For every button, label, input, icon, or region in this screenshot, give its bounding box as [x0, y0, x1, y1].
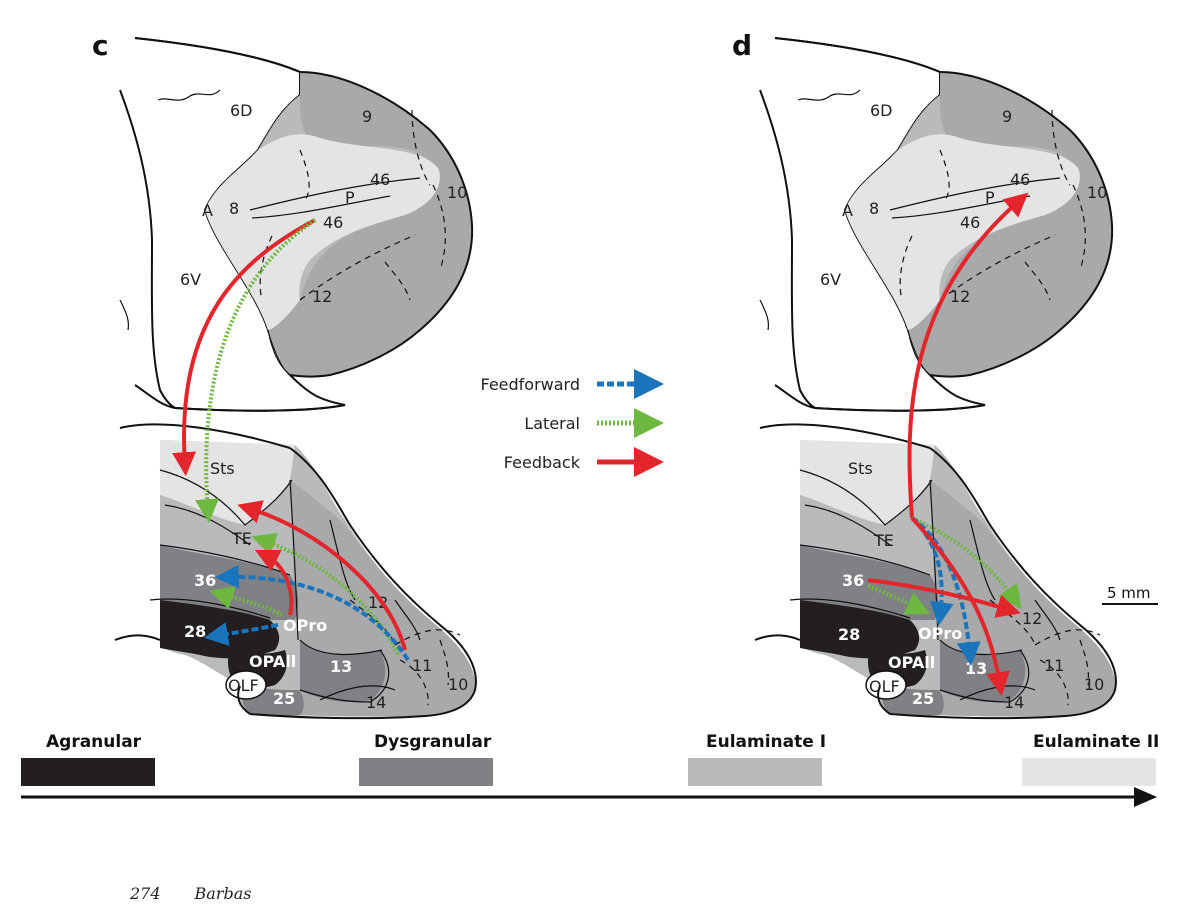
area-label-OLF: OLF — [869, 677, 900, 696]
area-label-10: 10 — [447, 183, 467, 202]
feedforward-arrow-te-to-13 — [910, 516, 981, 667]
area-label-13: 13 — [330, 657, 352, 676]
page-footer: 274 Barbas — [130, 884, 285, 903]
area-label-P: P — [985, 188, 995, 207]
feedforward-arrow-opro-to-28 — [203, 622, 279, 646]
area-label-46-anterior: 46 — [323, 213, 343, 232]
area-label-25: 25 — [912, 689, 934, 708]
area-label-OPro: OPro — [918, 624, 962, 643]
area-label-11: 11 — [1044, 656, 1064, 675]
area-label-OPAll: OPAll — [249, 652, 296, 671]
running-author: Barbas — [194, 884, 252, 903]
area-label-TE: TE — [873, 531, 894, 550]
area-label-A: A — [842, 201, 853, 220]
area-label-6D: 6D — [870, 101, 893, 120]
panel-c: c 6D 9 46 10 A 8 P 46 6V 12 Sts TE 36 12… — [92, 29, 477, 720]
panel-letter-c: c — [92, 29, 109, 62]
area-label-13: 13 — [965, 659, 987, 678]
gradient-label-dysgranular: Dysgranular — [374, 732, 492, 752]
area-label-46-posterior: 46 — [1010, 170, 1030, 189]
scale-bar: 5 mm — [1102, 584, 1158, 605]
area-label-6V: 6V — [180, 270, 201, 289]
scale-bar-label: 5 mm — [1107, 584, 1151, 602]
area-label-8: 8 — [229, 199, 239, 218]
area-label-28: 28 — [184, 622, 206, 641]
area-label-12-lateral: 12 — [312, 287, 332, 306]
area-label-10-orbital: 10 — [1084, 675, 1104, 694]
area-label-9: 9 — [362, 107, 372, 126]
legend-label-feedback: Feedback — [504, 453, 581, 472]
area-label-OLF: OLF — [228, 676, 259, 695]
area-label-6V: 6V — [820, 270, 841, 289]
feedback-arrow-opro-to-te — [254, 549, 294, 616]
area-label-OPro: OPro — [283, 616, 327, 635]
gradient-swatch-eulaminate-ii — [1022, 758, 1156, 786]
feedback-arrow-11-to-sts — [237, 500, 407, 651]
area-label-12-lateral: 12 — [950, 287, 970, 306]
gradient-swatch-eulaminate-i — [688, 758, 822, 786]
area-label-14: 14 — [366, 693, 386, 712]
area-label-9: 9 — [1002, 107, 1012, 126]
area-label-28: 28 — [838, 625, 860, 644]
area-label-Sts: Sts — [848, 459, 873, 478]
area-label-12: 12 — [1022, 609, 1042, 628]
connection-legend: Feedforward Lateral Feedback — [480, 369, 664, 477]
area-label-46-posterior: 46 — [370, 170, 390, 189]
area-label-10-orbital: 10 — [448, 675, 468, 694]
area-label-6D: 6D — [230, 101, 253, 120]
page-number: 274 — [130, 884, 161, 903]
gradient-swatch-agranular — [21, 758, 155, 786]
area-label-46-anterior: 46 — [960, 213, 980, 232]
legend-label-lateral: Lateral — [524, 414, 580, 433]
lateral-arrow-36-to-opro — [867, 584, 931, 615]
area-label-Sts: Sts — [210, 459, 235, 478]
lateral-arrow-opro-to-36 — [209, 586, 284, 617]
gradient-swatch-dysgranular — [359, 758, 493, 786]
area-label-25: 25 — [273, 689, 295, 708]
area-label-OPAll: OPAll — [888, 653, 935, 672]
legend-label-feedforward: Feedforward — [480, 375, 580, 394]
feedback-arrow-te-to-46 — [907, 192, 1029, 519]
feedforward-arrow-11-to-36 — [214, 564, 410, 662]
area-label-P: P — [345, 188, 355, 207]
feedback-arrow-36-to-12 — [867, 578, 1021, 618]
area-label-14: 14 — [1004, 693, 1024, 712]
lateral-arrow-46-to-te — [195, 218, 317, 524]
gradient-axis-arrowhead — [1134, 787, 1157, 807]
area-label-36: 36 — [194, 571, 216, 590]
feedback-arrow-te-to-14 — [910, 516, 1010, 697]
area-label-A: A — [202, 201, 213, 220]
gradient-label-agranular: Agranular — [46, 732, 142, 752]
area-label-TE: TE — [231, 529, 252, 548]
area-label-11: 11 — [412, 656, 432, 675]
panel-d: d 6D 9 46 10 A 8 P 46 6V 12 Sts TE 36 12… — [732, 29, 1117, 720]
gradient-label-eulaminate-i: Eulaminate I — [706, 732, 826, 752]
panel-letter-d: d — [732, 29, 752, 62]
area-label-36: 36 — [842, 571, 864, 590]
laminar-gradient-key: Agranular Dysgranular Eulaminate I Eulam… — [21, 732, 1159, 807]
brain-drawing-d — [754, 37, 1117, 720]
lateral-arrow-te-to-12 — [911, 516, 1022, 610]
area-label-8: 8 — [869, 199, 879, 218]
area-label-10: 10 — [1087, 183, 1107, 202]
gradient-label-eulaminate-ii: Eulaminate II — [1033, 732, 1159, 752]
feedback-arrow-46-to-sts — [172, 218, 316, 477]
